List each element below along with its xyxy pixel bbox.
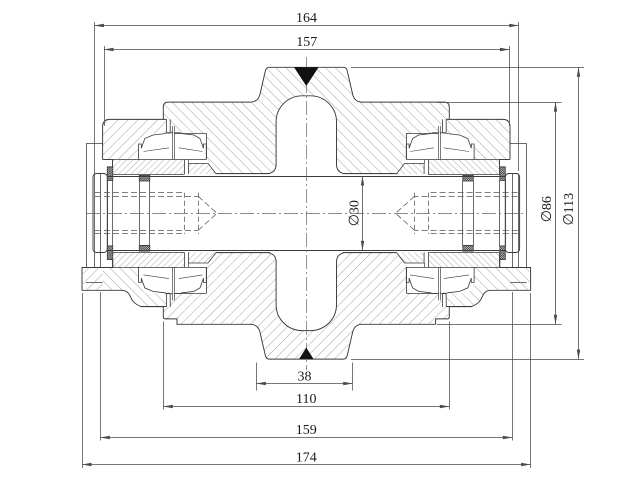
svg-text:164: 164: [296, 11, 317, 26]
svg-text:110: 110: [296, 392, 316, 407]
svg-text:∅113: ∅113: [562, 193, 577, 226]
svg-text:157: 157: [296, 35, 317, 50]
svg-text:38: 38: [298, 370, 312, 385]
svg-text:174: 174: [296, 451, 317, 466]
svg-text:159: 159: [296, 423, 317, 438]
svg-text:∅30: ∅30: [348, 200, 363, 226]
svg-text:∅86: ∅86: [540, 196, 555, 222]
